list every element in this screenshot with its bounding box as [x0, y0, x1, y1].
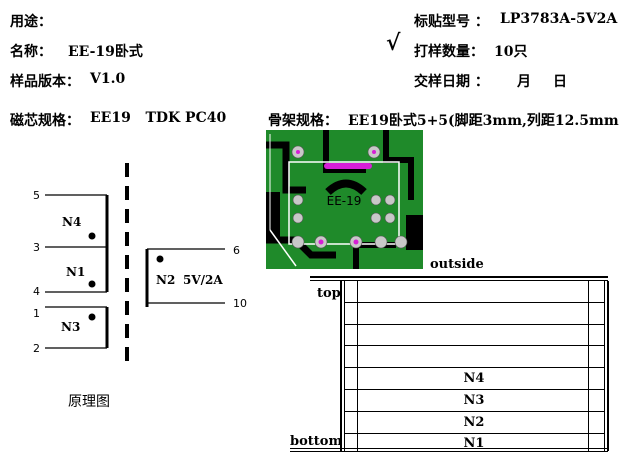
winding-n2-rating: 5V/2A [183, 273, 223, 287]
quantity-value: 10只 [494, 44, 528, 60]
layer-row-n4: N4 [344, 368, 604, 390]
core-label: 磁芯规格： [10, 113, 80, 129]
bobbin-label: 骨架规格： [268, 113, 338, 129]
n3-dot [88, 313, 96, 321]
pcb-magenta-bar [324, 163, 372, 169]
version-label: 样品版本： [10, 74, 80, 90]
pcb-footprint: EE-19 [266, 130, 423, 269]
layer-row [344, 303, 604, 325]
schematic-caption: 原理图 [68, 394, 110, 410]
pcb-label: EE-19 [327, 194, 362, 208]
name-value: EE-19卧式 [68, 44, 143, 60]
pin-4: 4 [33, 285, 40, 298]
winding-n4-label: N4 [62, 215, 82, 229]
bobbin-value: EE19卧式5+5(脚距3mm,列距12.5mm) [348, 113, 619, 129]
usage-label: 用途： [10, 14, 52, 30]
pin-10: 10 [233, 297, 247, 310]
n4-dot [88, 232, 96, 240]
layer-row-n2: N2 [344, 412, 604, 434]
pin-5: 5 [33, 189, 40, 202]
pin-6: 6 [233, 244, 240, 257]
core-value: EE19 TDK PC40 [90, 110, 227, 126]
check-mark: √ [386, 30, 401, 56]
pin-2: 2 [33, 342, 40, 355]
outside-label: outside [430, 257, 484, 272]
n2-dot [156, 255, 164, 263]
transformer-schematic [45, 163, 225, 370]
layer-row [344, 281, 604, 303]
layer-row-n3: N3 [344, 390, 604, 412]
model-label: 标贴型号 ： [414, 14, 489, 30]
model-value: LP3783A-5V2A [500, 11, 618, 27]
winding-n3-label: N3 [61, 320, 81, 334]
version-value: V1.0 [90, 71, 126, 87]
n1-dot [88, 280, 96, 288]
delivery-month: 月 [517, 74, 531, 90]
quantity-label: 打样数量： [414, 44, 484, 60]
delivery-label: 交样日期 ： [414, 74, 489, 90]
layer-row [344, 346, 604, 368]
delivery-day: 日 [553, 74, 567, 90]
bottom-label: bottom [290, 434, 343, 449]
top-label: top [317, 286, 341, 301]
winding-n1-label: N1 [66, 265, 86, 279]
stackup-table: N4 N3 N2 N1 [344, 281, 604, 452]
name-label: 名称： [10, 44, 52, 60]
winding-n2-label: N2 [156, 273, 176, 287]
layer-row [344, 325, 604, 346]
pin-1: 1 [33, 307, 40, 320]
pin-3: 3 [33, 241, 40, 254]
layer-row-n1: N1 [463, 436, 485, 451]
